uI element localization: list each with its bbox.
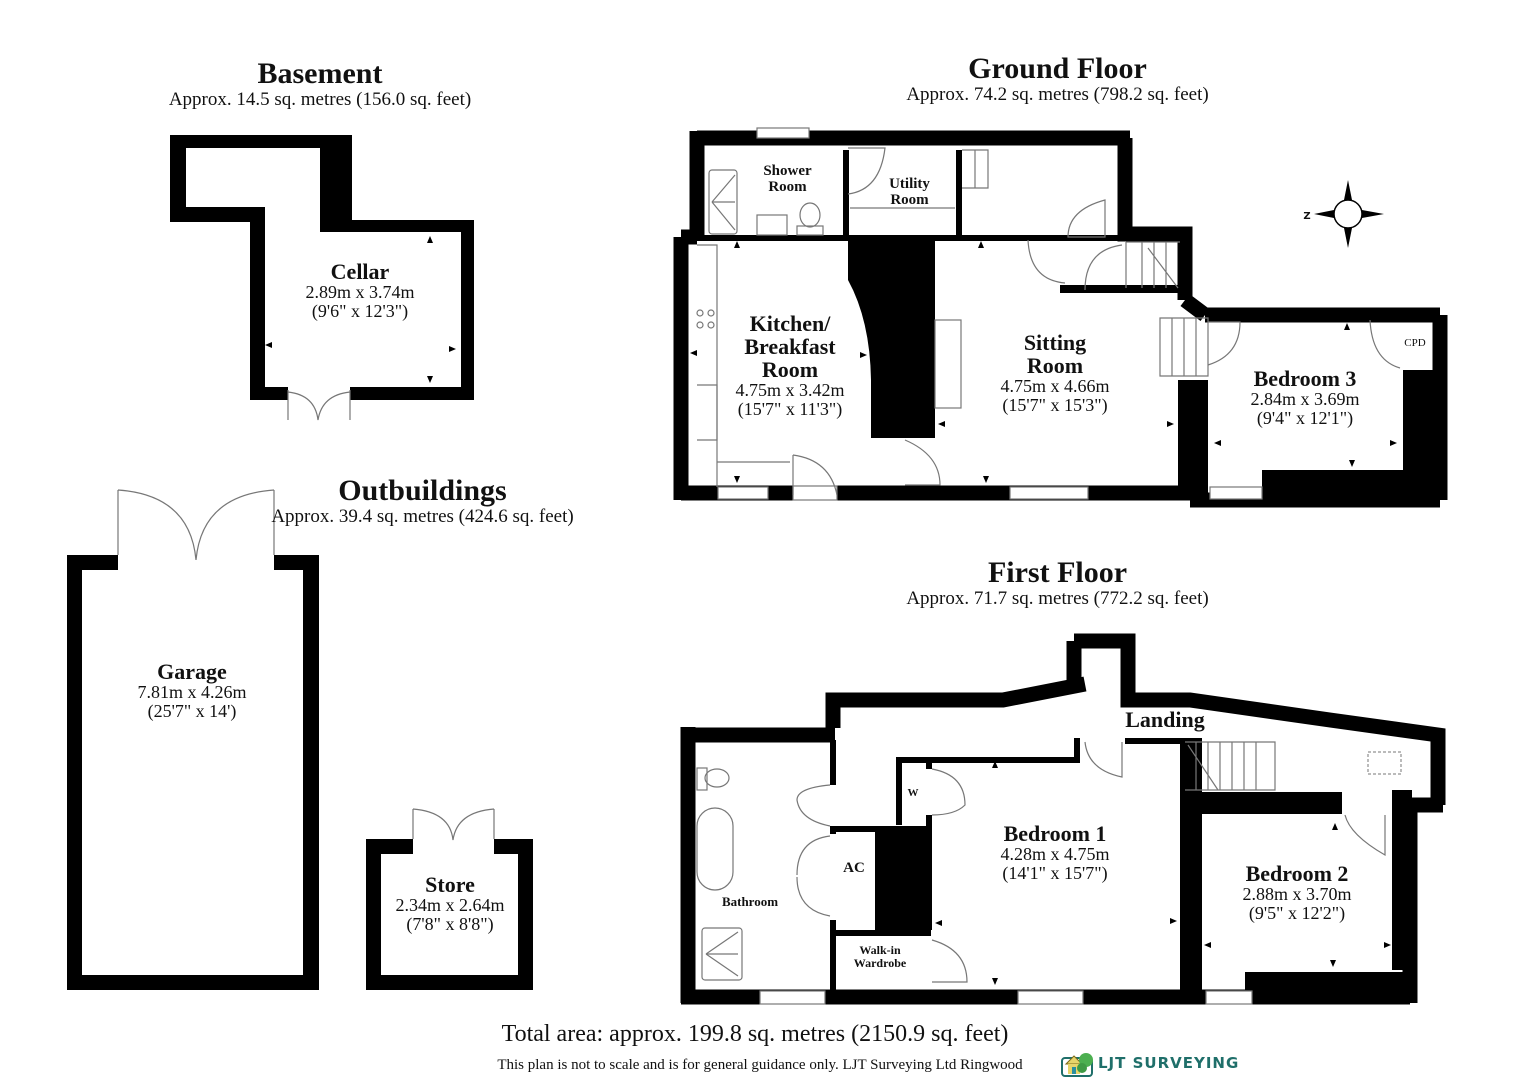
compass-rose-icon xyxy=(1314,180,1384,248)
room-label-kitchen: Kitchen/ Breakfast Room 4.75m x 3.42m (1… xyxy=(720,312,860,419)
ground-floor-title: Ground Floor xyxy=(968,52,1147,85)
room-name: Sitting xyxy=(1023,330,1087,355)
room-label-bedroom2: Bedroom 2 2.88m x 3.70m (9'5" x 12'2") xyxy=(1222,862,1372,923)
room-name: Shower xyxy=(763,163,812,179)
ground-floor-area: Approx. 74.2 sq. metres (798.2 sq. feet) xyxy=(906,83,1209,105)
room-label-garage: Garage 7.81m x 4.26m (25'7" x 14') xyxy=(112,660,272,721)
room-imperial: (9'6" x 12'3") xyxy=(311,300,409,321)
first-floor-area: Approx. 71.7 sq. metres (772.2 sq. feet) xyxy=(906,587,1209,609)
room-label-walk-in-wardrobe: Walk-in Wardrobe xyxy=(840,944,920,969)
room-metric: 2.89m x 3.74m xyxy=(305,282,415,303)
room-name: Bathroom xyxy=(721,894,779,909)
compass-letter: Z xyxy=(1303,211,1311,222)
room-name: Walk-in xyxy=(859,943,901,957)
room-name: Utility xyxy=(889,176,930,192)
room-label-w: W xyxy=(902,787,924,800)
first-floor-title: First Floor xyxy=(987,556,1128,589)
room-label-cellar: Cellar 2.89m x 3.74m (9'6" x 12'3") xyxy=(285,260,435,321)
basement-area: Approx. 14.5 sq. metres (156.0 sq. feet) xyxy=(168,88,472,110)
room-imperial: (14'1" x 15'7") xyxy=(1002,862,1108,883)
room-name: Store xyxy=(425,872,475,897)
ground-floor-plan xyxy=(673,127,1448,508)
room-label-utility-room: Utility Room xyxy=(872,176,947,209)
room-name: Cellar xyxy=(330,259,390,284)
room-name: Room xyxy=(768,178,807,195)
garage-plan xyxy=(67,489,319,990)
ground-floor-section-header: Ground Floor Approx. 74.2 sq. metres (79… xyxy=(875,53,1240,104)
room-metric: 4.75m x 3.42m xyxy=(735,380,845,401)
room-label-bedroom1: Bedroom 1 4.28m x 4.75m (14'1" x 15'7") xyxy=(980,822,1130,883)
room-imperial: (15'7" x 11'3") xyxy=(737,399,843,420)
house-tree-logo-icon xyxy=(1061,1053,1093,1077)
store-plan xyxy=(366,808,533,990)
room-name: AC xyxy=(843,860,865,876)
room-metric: 2.84m x 3.69m xyxy=(1250,389,1360,410)
room-metric: 2.88m x 3.70m xyxy=(1242,884,1352,905)
room-label-landing: Landing xyxy=(1105,708,1225,731)
room-name: Landing xyxy=(1125,707,1205,732)
total-area: Total area: approx. 199.8 sq. metres (21… xyxy=(501,1021,1009,1047)
room-name: Room xyxy=(761,357,819,383)
room-name: Wardrobe xyxy=(853,955,907,970)
room-name: Bedroom 2 xyxy=(1245,861,1349,886)
basement-section-header: Basement Approx. 14.5 sq. metres (156.0 … xyxy=(150,58,490,109)
room-metric: 2.34m x 2.64m xyxy=(395,895,505,916)
first-floor-plan xyxy=(680,633,1446,1005)
room-label-bathroom: Bathroom xyxy=(705,895,795,909)
room-label-store: Store 2.34m x 2.64m (7'8" x 8'8") xyxy=(375,873,525,934)
room-name: Room xyxy=(890,191,929,208)
room-label-bedroom3: Bedroom 3 2.84m x 3.69m (9'4" x 12'1") xyxy=(1230,367,1380,428)
room-imperial: (9'5" x 12'2") xyxy=(1248,902,1346,923)
room-imperial: (9'4" x 12'1") xyxy=(1256,407,1354,428)
outbuildings-area: Approx. 39.4 sq. metres (424.6 sq. feet) xyxy=(271,505,574,527)
room-name: Kitchen/ xyxy=(749,311,831,336)
room-metric: 4.28m x 4.75m xyxy=(1000,844,1110,865)
room-imperial: (15'7" x 15'3") xyxy=(1002,395,1108,416)
room-imperial: (7'8" x 8'8") xyxy=(406,913,494,934)
basement-title: Basement xyxy=(257,57,383,90)
room-name: Garage xyxy=(157,659,227,684)
room-imperial: (25'7" x 14') xyxy=(147,700,237,721)
room-name: Room xyxy=(1026,353,1084,379)
room-metric: 7.81m x 4.26m xyxy=(137,682,247,703)
outbuildings-section-header: Outbuildings Approx. 39.4 sq. metres (42… xyxy=(250,475,595,526)
room-name: Breakfast xyxy=(744,334,836,360)
compass-north-label: Z xyxy=(1300,206,1314,223)
room-name: Bedroom 3 xyxy=(1253,366,1357,391)
first-floor-section-header: First Floor Approx. 71.7 sq. metres (772… xyxy=(875,557,1240,608)
outbuildings-title: Outbuildings xyxy=(338,474,507,507)
room-name: Bedroom 1 xyxy=(1003,821,1107,846)
room-name: W xyxy=(907,787,919,799)
room-label-sitting-room: Sitting Room 4.75m x 4.66m (15'7" x 15'3… xyxy=(980,331,1130,415)
room-label-ac: AC xyxy=(836,860,872,877)
company-logo: LJT SURVEYING xyxy=(1060,1048,1239,1078)
disclaimer: This plan is not to scale and is for gen… xyxy=(497,1057,1023,1073)
room-name: CPD xyxy=(1404,337,1426,349)
cellar-plan xyxy=(170,135,474,421)
room-label-cpd: CPD xyxy=(1398,337,1432,350)
room-label-shower-room: Shower Room xyxy=(750,163,825,196)
room-metric: 4.75m x 4.66m xyxy=(1000,376,1110,397)
logo-text: LJT SURVEYING xyxy=(1098,1054,1240,1072)
